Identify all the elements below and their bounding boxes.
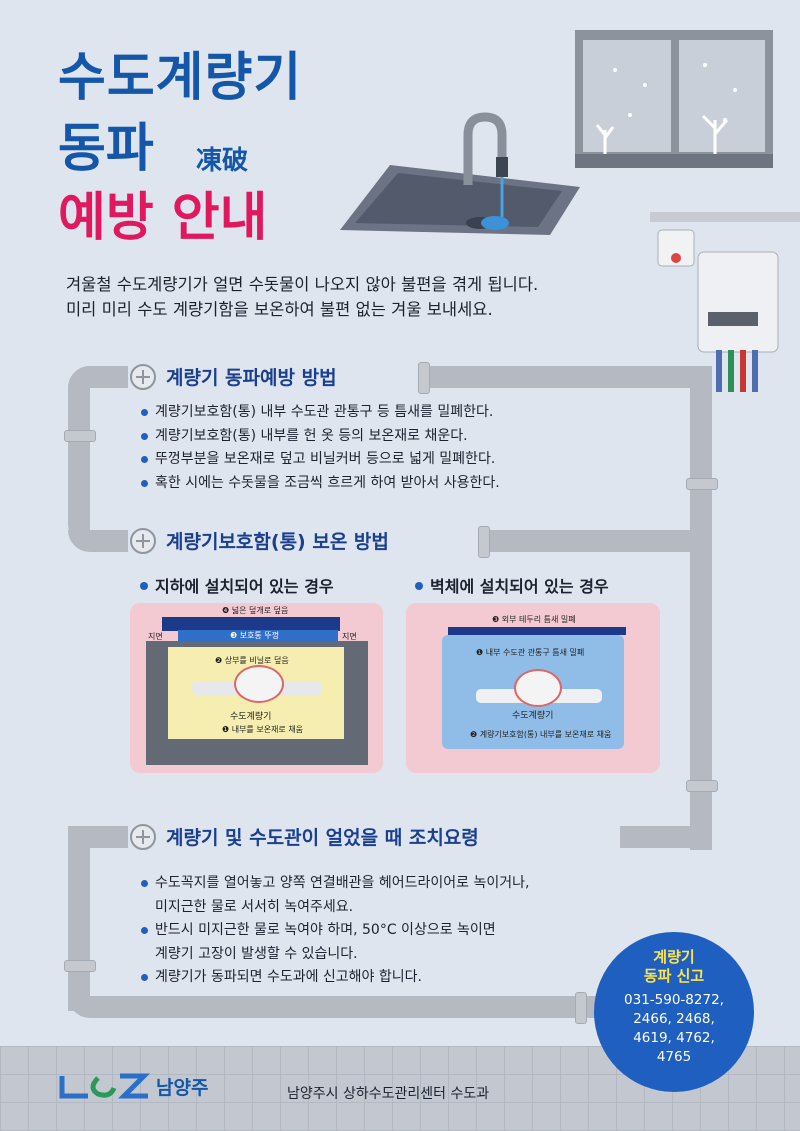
- list-item-line: 반드시 미지근한 물로 녹여야 하며, 50°C 이상으로 녹이면: [155, 922, 496, 938]
- list-item: 계량기가 동파되면 수도과에 신고해야 합니다.: [140, 966, 529, 990]
- label-fill: ❷ 계량기보호함(통) 내부를 보온재로 채움: [470, 730, 612, 739]
- badge-phone4: 4765: [656, 1049, 692, 1065]
- list-item-line: 수도꼭지를 열어놓고 양쪽 연결배관을 헤어드라이어로 녹이거나,: [155, 875, 530, 891]
- label-fill: ❶ 내부를 보온재로 채움: [222, 725, 304, 734]
- section2-title: 계량기보호함(통) 보온 방법: [166, 531, 389, 553]
- label-pipe: ❶ 내부 수도관 관통구 틈새 밀폐: [476, 648, 585, 657]
- intro-line2: 미리 미리 수도 계량기함을 보온하여 불편 없는 겨울 보내세요.: [66, 300, 493, 319]
- pipe-joint: [478, 526, 490, 558]
- wall-diagram: ❸ 외부 테두리 틈새 밀폐 ❶ 내부 수도관 관통구 틈새 밀폐 수도계량기 …: [406, 603, 660, 773]
- list-item: 수도꼭지를 열어놓고 양쪽 연결배관을 헤어드라이어로 녹이거나, 미지근한 물…: [140, 872, 529, 919]
- underground-subheading: 지하에 설치되어 있는 경우: [140, 573, 334, 597]
- boiler-illustration: [650, 212, 800, 392]
- label-meter: 수도계량기: [230, 712, 272, 722]
- meter-icon: [234, 665, 284, 703]
- pipe-mid-right: [480, 530, 710, 552]
- list-item: 계량기보호함(통) 내부를 헌 옷 등의 보온재로 채운다.: [140, 425, 500, 449]
- label-lid: ❸ 보호통 뚜껑: [230, 631, 280, 640]
- label-meter: 수도계량기: [512, 711, 554, 721]
- badge-title1: 계량기: [653, 948, 695, 966]
- pipe-top-left: [68, 366, 128, 388]
- meter-icon: [514, 669, 562, 707]
- pipe-left-lower: [68, 826, 90, 1011]
- section2-heading: 계량기보호함(통) 보온 방법: [130, 527, 389, 554]
- pipe-joint: [64, 430, 96, 442]
- label-ground-left: 지면: [148, 632, 163, 641]
- pipe-joint: [686, 780, 718, 792]
- title-line1: 수도계량기: [58, 48, 303, 108]
- title-line3: 예방 안내: [58, 188, 268, 248]
- pipe-top-right: [420, 366, 700, 388]
- footer-org: 남양주시 상하수도관리센터 수도과: [287, 1086, 490, 1102]
- pipe-joint: [418, 362, 430, 394]
- intro-line1: 겨울철 수도계량기가 얼면 수돗물이 나오지 않아 불편을 겪게 됩니다.: [66, 275, 539, 294]
- pipe-valve-icon: [130, 823, 156, 850]
- list-item: 혹한 시에는 수돗물을 조금씩 흐르게 하여 받아서 사용한다.: [140, 472, 500, 496]
- badge-phone1: 031-590-8272,: [624, 992, 724, 1008]
- logo-text: 남양주: [156, 1076, 209, 1099]
- section3-title: 계량기 및 수도관이 얼었을 때 조치요령: [166, 827, 479, 849]
- pipe-lower-right-top: [620, 826, 710, 848]
- badge-phone2: 2466, 2468,: [633, 1011, 715, 1027]
- label-outer: ❸ 외부 테두리 틈새 밀폐: [492, 615, 576, 624]
- pipe-valve-icon: [130, 527, 156, 554]
- pipe-joint: [64, 960, 96, 972]
- title-line2: 동파: [58, 119, 154, 179]
- list-item: 반드시 미지근한 물로 녹여야 하며, 50°C 이상으로 녹이면 계량기 고장…: [140, 919, 529, 966]
- section1-title: 계량기 동파예방 방법: [166, 367, 337, 389]
- namyangju-logo-icon: [59, 1073, 150, 1099]
- list-item: 뚜껑부분을 보온재로 덮고 비닐커버 등으로 넓게 밀폐한다.: [140, 448, 500, 472]
- outer-border: [448, 627, 626, 635]
- label-ground-right: 지면: [342, 632, 357, 641]
- list-item-line: 계량기 고장이 발생할 수 있습니다.: [155, 945, 358, 962]
- wall-subheading: 벽체에 설치되어 있는 경우: [415, 573, 609, 597]
- cover-sheet: [162, 617, 340, 631]
- pipe-mid-left: [68, 530, 128, 552]
- list-item-line: 미지근한 물로 서서히 녹여주세요.: [155, 898, 354, 915]
- label-vinyl: ❷ 상부를 비닐로 덮음: [215, 656, 289, 665]
- pipe-valve-icon: [130, 363, 156, 390]
- title-hanja: 凍破: [196, 146, 249, 176]
- intro-text: 겨울철 수도계량기가 얼면 수돗물이 나오지 않아 불편을 겪게 됩니다. 미리…: [66, 272, 626, 322]
- pipe-joint: [686, 478, 718, 490]
- section3-heading: 계량기 및 수도관이 얼었을 때 조치요령: [130, 823, 479, 850]
- list-item-line: 계량기가 동파되면 수도과에 신고해야 합니다.: [155, 969, 422, 985]
- pipe-right-upper: [690, 366, 712, 546]
- pipe-bottom: [68, 996, 598, 1018]
- badge-phone3: 4619, 4762,: [633, 1030, 715, 1046]
- pipe-joint: [575, 992, 587, 1024]
- list-item: 계량기보호함(통) 내부 수도관 관통구 등 틈새를 밀폐한다.: [140, 401, 500, 425]
- sink-illustration: [340, 112, 580, 235]
- section1-heading: 계량기 동파예방 방법: [130, 363, 337, 390]
- report-badge: 계량기 동파 신고 031-590-8272, 2466, 2468, 4619…: [594, 932, 754, 1092]
- protective-lid: [178, 630, 338, 642]
- window-illustration: [575, 30, 773, 168]
- label-cover: ❹ 넓은 덮개로 덮음: [222, 606, 289, 615]
- section1-list: 계량기보호함(통) 내부 수도관 관통구 등 틈새를 밀폐한다. 계량기보호함(…: [140, 401, 500, 495]
- pipe-right-lower: [690, 530, 712, 850]
- section3-list: 수도꼭지를 열어놓고 양쪽 연결배관을 헤어드라이어로 녹이거나, 미지근한 물…: [140, 872, 529, 990]
- underground-diagram: ❹ 넓은 덮개로 덮음 ❸ 보호통 뚜껑 지면 지면 ❷ 상부를 비닐로 덮음 …: [130, 603, 383, 773]
- city-logo: 남양주: [58, 1072, 208, 1100]
- badge-title2: 동파 신고: [643, 967, 705, 985]
- pipe-left-upper: [68, 366, 90, 546]
